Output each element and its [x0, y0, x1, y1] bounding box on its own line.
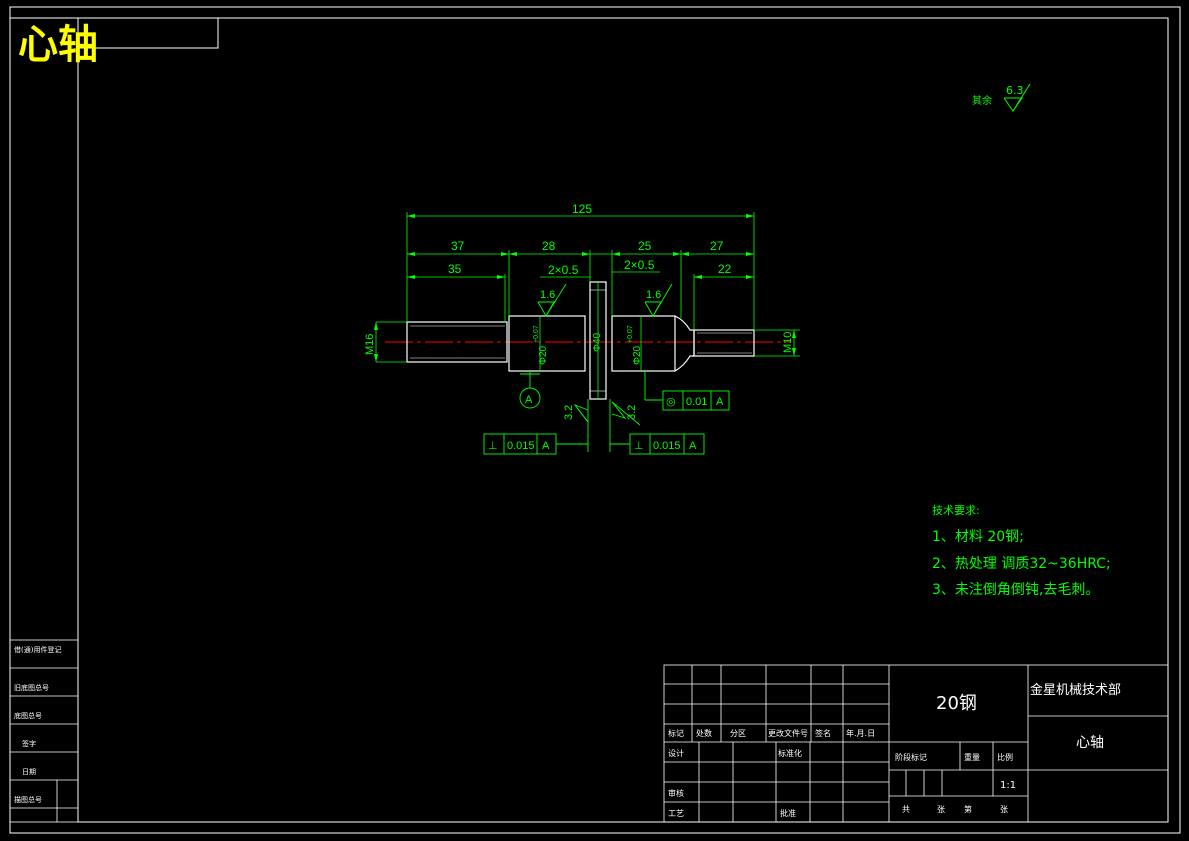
- roughness-note: 其余 6.3: [972, 83, 1031, 112]
- side-row-2: 底图总号: [14, 711, 42, 720]
- concentric-symbol: ◎: [666, 396, 676, 408]
- shaft-outline: [406, 281, 755, 400]
- datum-label: A: [525, 394, 533, 406]
- dimension-arrows: [374, 214, 796, 362]
- dim-phi20-left: Φ20: [538, 345, 549, 365]
- tb-row-label-5: 年.月.日: [846, 728, 875, 738]
- title-block: [663, 664, 1169, 823]
- datum-a: [519, 371, 541, 409]
- dim-seg1: 37: [451, 239, 465, 253]
- sheet-frame: [9, 6, 1181, 834]
- tb-row-label-0: 标记: [668, 728, 684, 738]
- dim-rough-right: 1.6: [646, 289, 661, 301]
- side-row-1: 旧底图总号: [14, 683, 49, 692]
- tb-row-label-4: 签名: [815, 728, 831, 738]
- svg-text:3、未注倒角倒钝,去毛刺。: 3、未注倒角倒钝,去毛刺。: [932, 582, 1099, 598]
- tolerance-frames: [483, 371, 730, 455]
- dim-m10: M10: [782, 332, 794, 353]
- tb-design: 设计: [668, 748, 684, 758]
- perp-left-symbol: ⊥: [488, 440, 498, 452]
- rough-face-left: 3.2: [563, 405, 575, 420]
- side-table: [9, 639, 79, 823]
- side-row-5: 描图总号: [14, 795, 42, 804]
- side-row-3: 签字: [22, 739, 36, 748]
- svg-text:6.3: 6.3: [1006, 84, 1024, 97]
- tb-company: 金星机械技术部: [1030, 682, 1121, 698]
- tb-scale-label: 比例: [997, 752, 1013, 762]
- dim-phi40: Φ40: [592, 332, 603, 352]
- dim-seg3: 25: [638, 239, 652, 253]
- dim-chamfer-right: 2×0.5: [624, 258, 655, 272]
- tb-row-label-3: 更改文件号: [768, 728, 808, 738]
- rough-face-right: 3.2: [626, 405, 638, 420]
- svg-text:2、热处理 调质32~36HRC;: 2、热处理 调质32~36HRC;: [932, 556, 1111, 572]
- concentric-datum: A: [716, 396, 724, 408]
- svg-text:其余: 其余: [972, 94, 992, 107]
- dim-m16: M16: [364, 334, 376, 355]
- dim-seg2: 28: [542, 239, 556, 253]
- perp-right-datum: A: [689, 440, 697, 452]
- tb-standardization: 标准化: [778, 748, 802, 758]
- tb-review: 审核: [668, 788, 684, 798]
- dim-rough-left: 1.6: [540, 289, 555, 301]
- perp-left-datum: A: [542, 440, 550, 452]
- tb-sheet-no: 第: [964, 804, 972, 814]
- tech-requirements: 技术要求: 1、材料 20钢; 2、热处理 调质32~36HRC; 3、未注倒角…: [932, 504, 1111, 598]
- dim-overall: 125: [572, 202, 592, 216]
- dim-chamfer-left: 2×0.5: [548, 263, 579, 277]
- tb-material: 20钢: [936, 693, 977, 714]
- tb-sheet-unit-2: 张: [1000, 805, 1008, 814]
- tb-sheet-unit-1: 张: [937, 805, 945, 814]
- concentric-value: 0.01: [686, 396, 707, 408]
- svg-text:1、材料 20钢;: 1、材料 20钢;: [932, 529, 1024, 545]
- tb-sheet-total: 共: [902, 805, 910, 814]
- roughness-symbols: [537, 283, 673, 426]
- dim-thread-left-len: 35: [448, 262, 462, 276]
- drawing-title: 心轴: [18, 21, 98, 68]
- tb-row-label-1: 处数: [696, 728, 712, 738]
- side-row-0: 借(通)用件登记: [14, 645, 61, 654]
- dim-phi20-right-tol: +0.07: [627, 325, 634, 343]
- tb-weight-label: 重量: [964, 752, 980, 762]
- dim-phi20-left-tol: +0.07: [533, 325, 540, 343]
- tb-part-name: 心轴: [1076, 735, 1104, 751]
- svg-text:技术要求:: 技术要求:: [932, 504, 980, 517]
- perp-left-value: 0.015: [507, 440, 535, 452]
- dim-seg4: 27: [710, 239, 724, 253]
- perp-right-symbol: ⊥: [634, 440, 644, 452]
- perp-right-value: 0.015: [653, 440, 681, 452]
- dim-thread-right-len: 22: [718, 262, 732, 276]
- tb-stage-label: 阶段标记: [895, 752, 927, 762]
- tb-row-label-2: 分区: [730, 729, 746, 738]
- tb-approve: 批准: [780, 808, 796, 818]
- dim-phi20-right: Φ20: [632, 345, 643, 365]
- side-row-4: 日期: [22, 768, 36, 776]
- tb-scale: 1:1: [1000, 780, 1016, 791]
- tb-process: 工艺: [668, 809, 684, 818]
